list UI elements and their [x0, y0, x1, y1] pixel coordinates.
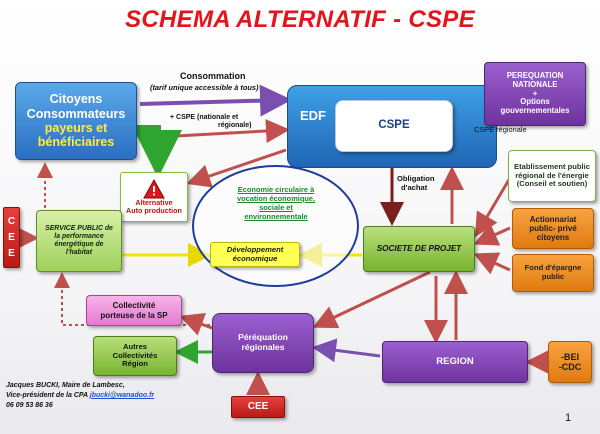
cspe-nationale-label: + CSPE (nationale et régionale)	[170, 114, 251, 131]
autres-line2: Collectivités	[112, 350, 158, 360]
citoyens-box: Citoyens Consommateurs payeurs et bénéfi…	[15, 82, 137, 160]
citoyens-line2: Consommateurs	[26, 106, 126, 121]
citoyens-line3: payeurs et	[44, 121, 108, 135]
alternative-line1: Alternative	[135, 197, 173, 207]
devel-line1: Développement	[226, 244, 284, 254]
etab-line2: régional de l'énergie	[515, 170, 589, 180]
page-number: 1	[565, 412, 572, 424]
economie-label: Economie circulaire à vocation économiqu…	[222, 185, 330, 222]
footer-phone: 06 09 53 86 36	[6, 401, 53, 409]
collectivite-line1: Collectivité	[112, 301, 156, 311]
etab-line3: (Conseil et soutien)	[516, 179, 588, 189]
service-public-box: SERVICE PUBLIC de la performance énergét…	[36, 210, 122, 272]
collectivite-box: Collectivité porteuse de la SP	[86, 295, 182, 326]
edf-box: EDF CSPE	[287, 85, 497, 168]
bei-cdc-box: -BEI -CDC	[548, 341, 592, 383]
footer-line1: Jacques BUCKI, Maire de Lambesc,	[6, 382, 125, 389]
eco-line3: sociale et	[259, 202, 293, 212]
service-line1: SERVICE PUBLIC de	[45, 225, 113, 233]
actionnariat-line2: public- privé	[529, 223, 577, 233]
citoyens-line4: bénéficiaires	[37, 135, 115, 150]
arrow-region-perequation-reg	[312, 338, 381, 363]
arrow-green-alternative	[134, 125, 182, 178]
eco-line4: environnementale	[244, 211, 308, 221]
etablissement-box: Etablissement public régional de l'énerg…	[508, 150, 596, 202]
etab-line1: Etablissement public	[514, 161, 590, 171]
edf-label: EDF	[300, 108, 326, 123]
perequation-nat-line2: NATIONALE	[512, 79, 558, 89]
obligation-line1: Obligation	[397, 174, 435, 183]
citoyens-line1: Citoyens	[49, 92, 103, 107]
service-line4: l'habitat	[65, 248, 93, 256]
warning-icon	[143, 178, 165, 199]
economie-circle	[192, 165, 359, 287]
arrow-cspe	[139, 119, 290, 143]
cee-left-e2: E	[8, 247, 15, 259]
fond-line2: public	[541, 272, 565, 281]
consommation-label: Consommation	[180, 71, 246, 81]
arrow-edf-citoyens	[186, 148, 287, 188]
arrow-consommation	[139, 84, 292, 117]
actionnariat-box: Actionnariat public- privé citoyens	[512, 208, 594, 249]
footer-line2: Vice-président de la CPA jbucki@wanadoo.…	[6, 391, 154, 401]
perequation-nat-line5: gouvernementales	[500, 106, 570, 116]
region-box: REGION	[382, 341, 528, 383]
perequation-nat-line4: Options	[520, 97, 550, 107]
alternative-line2: Auto production	[126, 206, 182, 215]
fond-epargne-box: Fond d'épargne public	[512, 254, 594, 292]
autres-collectivites-box: Autres Collectivités Région	[93, 336, 177, 376]
cee-left-box: C E E	[3, 207, 20, 268]
societe-de-projet-box: SOCIETE DE PROJET	[363, 226, 475, 272]
fond-line1: Fond d'épargne	[524, 263, 582, 273]
eco-line2: vocation économique,	[236, 193, 316, 203]
pereq-reg-line2: régionales	[241, 342, 285, 352]
obligation-line2: d'achat	[401, 183, 428, 193]
cee-left-c: C	[7, 215, 16, 227]
perequation-nat-line1: PEREQUATION	[506, 70, 564, 80]
autres-line1: Autres	[122, 341, 148, 351]
cspe-box: CSPE	[335, 100, 453, 152]
service-line3: énergétique de	[54, 241, 104, 248]
actionnariat-line3: citoyens	[536, 233, 570, 243]
cee-bottom-box: CEE	[231, 396, 285, 418]
devel-line2: économique	[232, 253, 278, 263]
arrow-pereq-collectivite	[179, 312, 213, 336]
bei-line1: -BEI	[561, 351, 579, 362]
footer-author: Jacques BUCKI, Maire de Lambesc, Vice-pr…	[6, 381, 154, 410]
arrow-fond-societe	[473, 252, 511, 275]
arrow-societe-perequation-reg	[312, 270, 431, 329]
page-title: SCHEMA ALTERNATIF - CSPE	[125, 6, 475, 33]
perequation-regionale-box: Péréquation régionales	[212, 313, 314, 373]
arrow-etab-societe	[474, 177, 512, 238]
pereq-reg-line1: Péréquation	[238, 332, 288, 343]
cspe-nationale-line1: + CSPE (nationale et	[170, 114, 239, 121]
cspe-nationale-line2: régionale)	[218, 122, 252, 130]
footer-role: Vice-président de la CPA	[6, 391, 90, 399]
cee-left-e1: E	[8, 231, 15, 243]
cspe-regionale-label: CSPE régionale	[474, 125, 527, 134]
perequation-nationale-box: PEREQUATION NATIONALE + Options gouverne…	[484, 62, 586, 126]
perequation-nat-line3: +	[532, 88, 538, 98]
tarif-label: (tarif unique accessible à tous)	[150, 83, 259, 92]
eco-line1: Economie circulaire à	[237, 185, 315, 194]
footer-email-link[interactable]: jbucki@wanadoo.fr	[89, 391, 155, 399]
obligation-label: Obligation d'achat	[397, 174, 435, 192]
collectivite-line2: porteuse de la SP	[100, 310, 168, 320]
service-line2: la performance	[54, 233, 104, 241]
developpement-box: Développement économique	[210, 242, 300, 267]
actionnariat-line1: Actionnariat	[529, 214, 577, 224]
arrow-actionnariat-societe	[473, 223, 511, 246]
alternative-box: Alternative Auto production	[120, 172, 188, 222]
bei-line2: -CDC	[558, 362, 582, 372]
autres-line3: Région	[122, 359, 148, 369]
